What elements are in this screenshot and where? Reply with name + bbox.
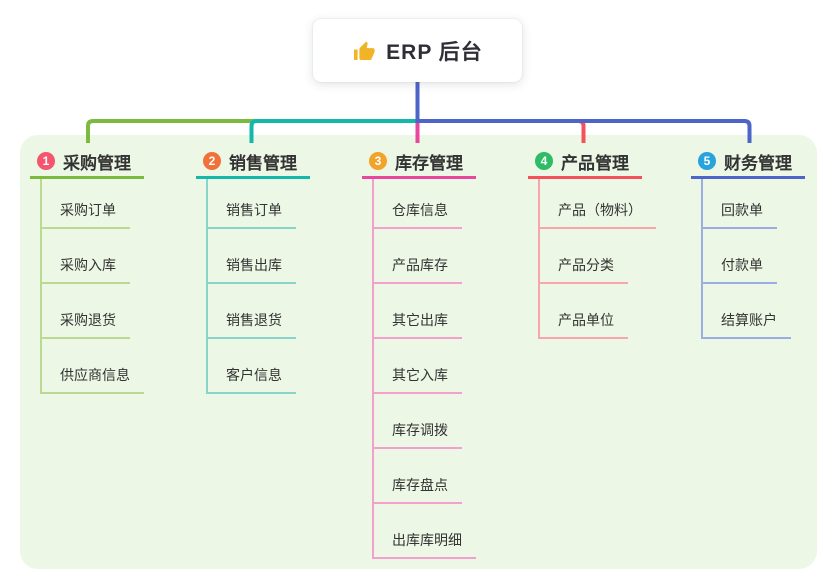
- branch-inventory-children: 仓库信息 产品库存 其它出库 其它入库 库存调拨 库存盘点 出库库明细: [372, 179, 476, 559]
- badge-2: 2: [203, 151, 221, 170]
- root-node-erp[interactable]: ERP 后台: [313, 19, 522, 82]
- branch-sales-title: 销售管理: [229, 153, 297, 173]
- branch-sales: 2 销售管理 销售订单 销售出库 销售退货 客户信息: [196, 150, 310, 394]
- node-product-category[interactable]: 产品分类: [540, 229, 628, 284]
- node-settlement-account[interactable]: 结算账户: [703, 284, 791, 339]
- node-other-outbound[interactable]: 其它出库: [374, 284, 462, 339]
- branch-sales-children: 销售订单 销售出库 销售退货 客户信息: [206, 179, 310, 394]
- node-product-unit[interactable]: 产品单位: [540, 284, 628, 339]
- node-supplier-info[interactable]: 供应商信息: [42, 339, 144, 394]
- branch-finance-children: 回款单 付款单 结算账户: [701, 179, 805, 339]
- branch-inventory-title: 库存管理: [395, 153, 463, 173]
- node-sales-outbound[interactable]: 销售出库: [208, 229, 296, 284]
- node-receipt-order[interactable]: 回款单: [703, 179, 777, 229]
- branch-inventory: 3 库存管理 仓库信息 产品库存 其它出库 其它入库 库存调拨 库存盘点 出库库…: [362, 150, 476, 559]
- badge-5: 5: [698, 151, 716, 170]
- branch-product-children: 产品（物料） 产品分类 产品单位: [538, 179, 656, 339]
- node-purchase-order[interactable]: 采购订单: [42, 179, 130, 229]
- branch-finance: 5 财务管理 回款单 付款单 结算账户: [691, 150, 805, 339]
- node-warehouse-info[interactable]: 仓库信息: [374, 179, 462, 229]
- badge-1: 1: [37, 151, 55, 170]
- branch-purchase-title: 采购管理: [63, 153, 131, 173]
- node-inout-detail[interactable]: 出库库明细: [374, 504, 476, 559]
- badge-3: 3: [369, 151, 387, 170]
- node-stock-transfer[interactable]: 库存调拨: [374, 394, 462, 449]
- node-other-inbound[interactable]: 其它入库: [374, 339, 462, 394]
- root-node-title: ERP 后台: [386, 40, 483, 64]
- branch-purchase-header[interactable]: 1 采购管理: [30, 150, 144, 179]
- node-purchase-inbound[interactable]: 采购入库: [42, 229, 130, 284]
- node-customer-info[interactable]: 客户信息: [208, 339, 296, 394]
- branch-inventory-header[interactable]: 3 库存管理: [362, 150, 476, 179]
- node-sales-order[interactable]: 销售订单: [208, 179, 296, 229]
- branch-product-title: 产品管理: [561, 153, 629, 173]
- node-purchase-return[interactable]: 采购退货: [42, 284, 130, 339]
- branch-product: 4 产品管理 产品（物料） 产品分类 产品单位: [528, 150, 656, 339]
- branch-purchase: 1 采购管理 采购订单 采购入库 采购退货 供应商信息: [30, 150, 144, 394]
- branch-product-header[interactable]: 4 产品管理: [528, 150, 642, 179]
- thumbs-up-icon: [354, 40, 375, 60]
- branch-finance-header[interactable]: 5 财务管理: [691, 150, 805, 179]
- node-stock-taking[interactable]: 库存盘点: [374, 449, 462, 504]
- node-payment-order[interactable]: 付款单: [703, 229, 777, 284]
- node-sales-return[interactable]: 销售退货: [208, 284, 296, 339]
- branches-background-panel: [20, 135, 817, 569]
- branch-sales-header[interactable]: 2 销售管理: [196, 150, 310, 179]
- branch-finance-title: 财务管理: [724, 153, 792, 173]
- node-product-stock[interactable]: 产品库存: [374, 229, 462, 284]
- branch-purchase-children: 采购订单 采购入库 采购退货 供应商信息: [40, 179, 144, 394]
- badge-4: 4: [535, 151, 553, 170]
- node-product-material[interactable]: 产品（物料）: [540, 179, 656, 229]
